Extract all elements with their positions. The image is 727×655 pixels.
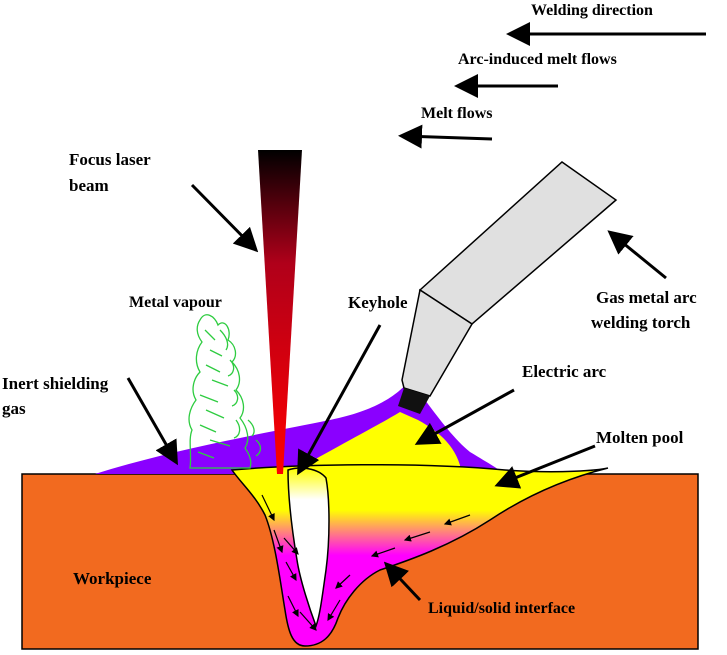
label-welding-direction: Welding direction (531, 2, 653, 19)
label-gas-metal-arc-1: Gas metal arc (596, 288, 697, 307)
label-inert-shielding-gas-2: gas (2, 399, 26, 418)
label-arc-induced-melt-flows: Arc-induced melt flows (458, 51, 617, 68)
label-metal-vapour: Metal vapour (129, 294, 222, 311)
pointer-arrows (126, 183, 667, 602)
laser-beam (258, 150, 302, 474)
label-electric-arc: Electric arc (522, 362, 607, 381)
label-focus-laser-beam-2: beam (69, 176, 109, 195)
metal-vapour (188, 314, 262, 469)
label-workpiece: Workpiece (73, 569, 152, 588)
welding-torch (398, 161, 618, 414)
label-molten-pool: Molten pool (596, 428, 684, 447)
direction-arrows (398, 22, 706, 149)
label-liquid-solid-interface: Liquid/solid interface (428, 600, 575, 617)
keyhole-cavity (287, 467, 330, 629)
label-melt-flows: Melt flows (421, 105, 493, 122)
label-focus-laser-beam-1: Focus laser (69, 150, 151, 169)
label-inert-shielding-gas-1: Inert shielding (2, 374, 109, 393)
label-keyhole: Keyhole (348, 293, 408, 312)
internal-flow-arrows (261, 494, 471, 631)
label-gas-metal-arc-2: welding torch (591, 313, 691, 332)
